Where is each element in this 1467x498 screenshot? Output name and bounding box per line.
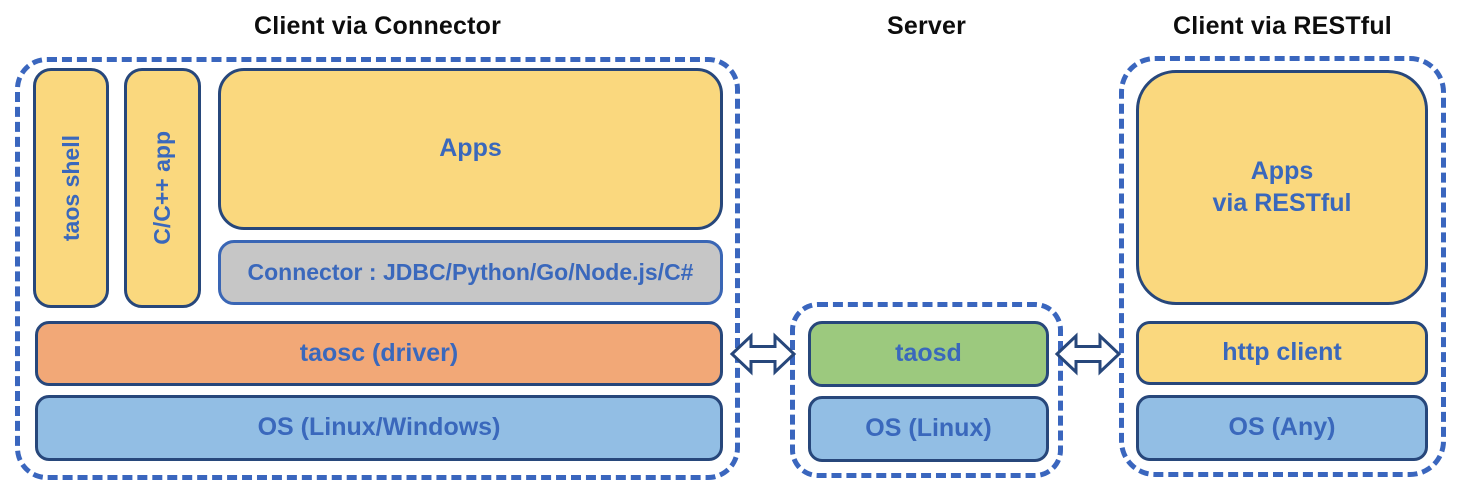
box-connector: Connector : JDBC/Python/Go/Node.js/C# — [218, 240, 723, 305]
os-linux-windows-label: OS (Linux/Windows) — [257, 413, 501, 442]
box-apps: Apps — [218, 68, 723, 230]
taos-shell-label: taos shell — [57, 134, 84, 242]
apps-via-restful-label-line1: Apps — [1250, 157, 1314, 186]
box-taosc-driver: taosc (driver) — [35, 321, 723, 386]
connector-label: Connector : JDBC/Python/Go/Node.js/C# — [247, 259, 694, 286]
box-os-linux-windows: OS (Linux/Windows) — [35, 395, 723, 461]
box-taos-shell: taos shell — [33, 68, 109, 308]
taosc-driver-label: taosc (driver) — [299, 338, 459, 367]
cpp-app-label: C/C++ app — [149, 131, 176, 245]
os-any-label: OS (Any) — [1228, 413, 1336, 442]
title-client-via-connector: Client via Connector — [253, 12, 502, 40]
box-os-any: OS (Any) — [1136, 395, 1428, 461]
bidirectional-arrow-icon-left — [729, 332, 797, 376]
bidirectional-arrow-icon-right — [1054, 332, 1122, 376]
box-taosd: taosd — [808, 321, 1049, 387]
box-apps-via-restful: Apps via RESTful — [1136, 70, 1428, 305]
http-client-label: http client — [1222, 338, 1342, 367]
apps-via-restful-label-line2: via RESTful — [1212, 188, 1352, 217]
os-linux-label: OS (Linux) — [865, 414, 992, 443]
box-cpp-app: C/C++ app — [124, 68, 201, 308]
group-client-via-connector — [15, 57, 740, 480]
title-server: Server — [886, 12, 967, 40]
apps-label: Apps — [439, 134, 502, 163]
taosd-label: taosd — [895, 339, 962, 368]
title-client-via-restful: Client via RESTful — [1173, 12, 1392, 40]
group-client-via-restful — [1119, 56, 1446, 477]
box-os-linux: OS (Linux) — [808, 396, 1049, 462]
group-server — [790, 302, 1063, 478]
box-http-client: http client — [1136, 321, 1428, 385]
